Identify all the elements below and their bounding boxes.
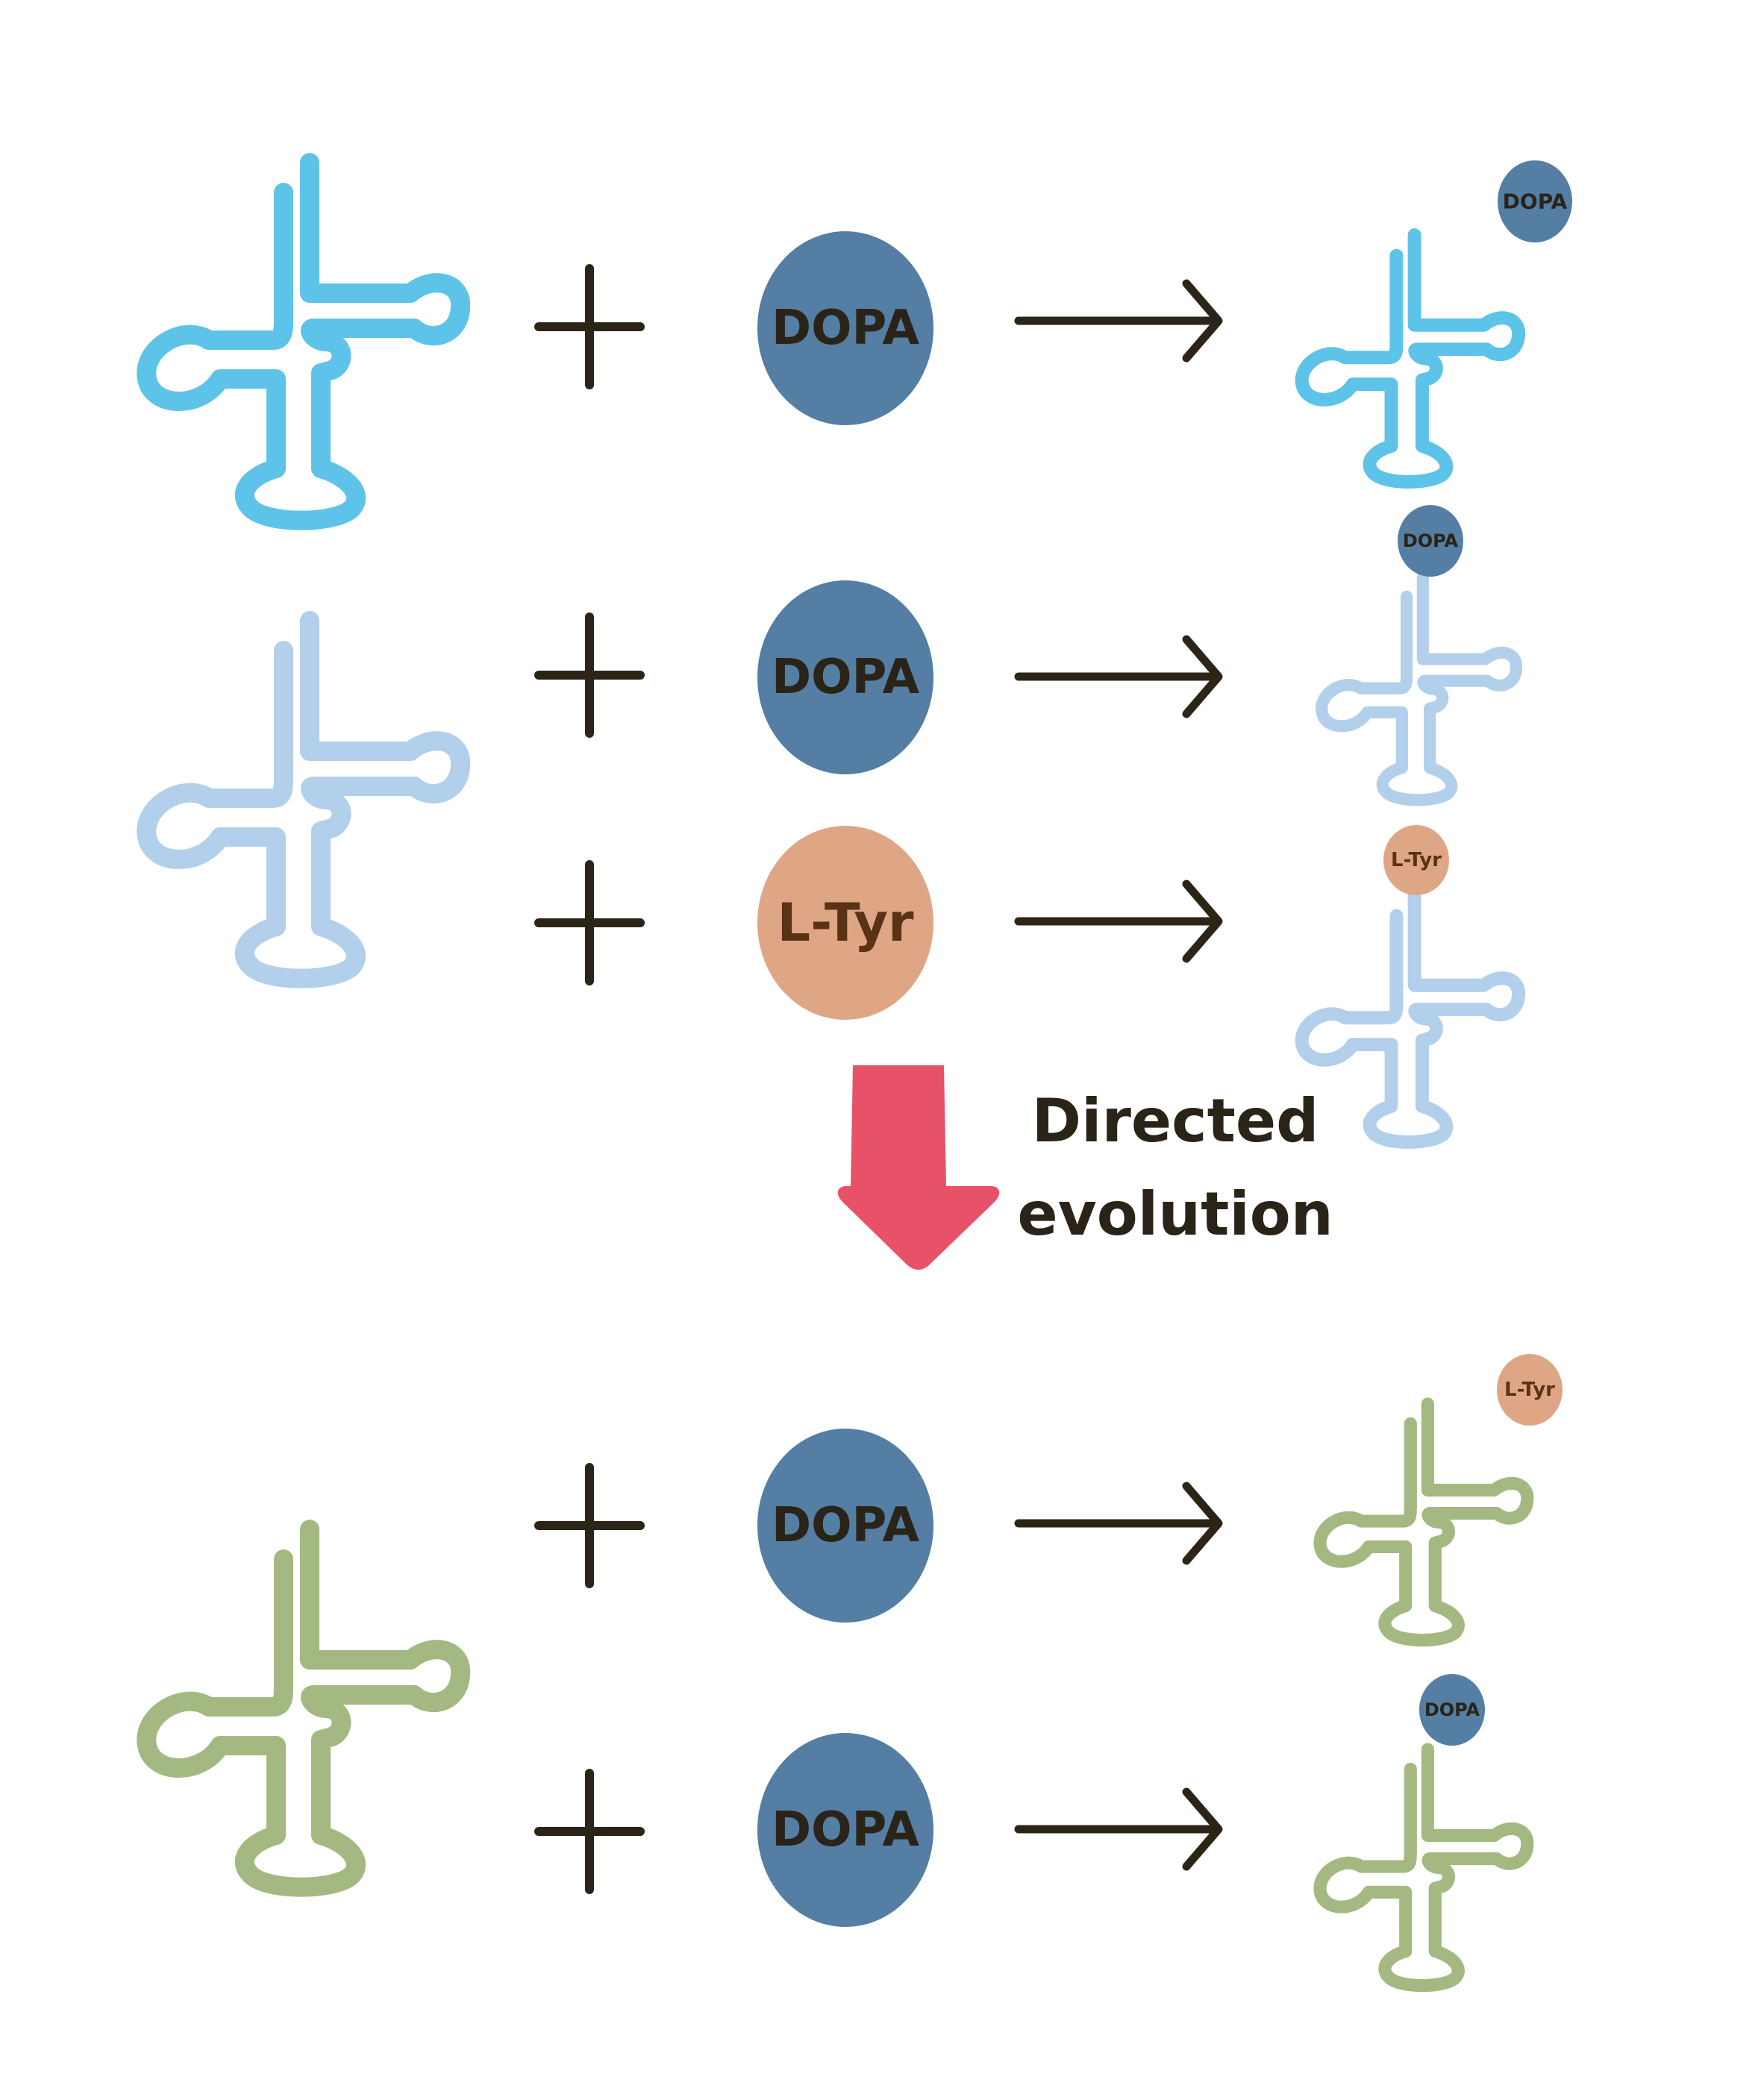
trna-evolved-icon — [1320, 1749, 1527, 1986]
plus-icon — [534, 612, 645, 738]
arrow-head — [1182, 880, 1223, 963]
substrate-dopa-ball: DOPA — [757, 231, 933, 425]
plus-icon — [534, 1463, 645, 1588]
product-trna-intermediate: DOPA — [1321, 505, 1516, 800]
right-arrow-icon — [1014, 1482, 1223, 1565]
product-dopa-ball — [1498, 160, 1572, 242]
plus-icon — [534, 264, 645, 389]
arrow-head — [1182, 1482, 1223, 1565]
trna-intermediate-icon — [1321, 578, 1516, 800]
arrow-head — [1182, 279, 1223, 363]
directed-evolution-step: Directed evolution — [837, 1065, 1333, 1270]
substrate-dopa-ball: DOPA — [757, 1733, 933, 1927]
product-ltyr-label: L-Tyr — [1391, 849, 1442, 871]
right-arrow-icon — [1014, 635, 1223, 718]
product-ltyr-ball — [1497, 1354, 1563, 1426]
product-dopa-label: DOPA — [1403, 530, 1459, 551]
group-evolved: DOPA L-Tyr DOPA DOPA — [146, 1354, 1563, 1986]
trna-intermediate-icon — [1302, 895, 1518, 1142]
right-arrow-icon — [1014, 279, 1223, 363]
arrow-head — [1182, 1787, 1223, 1871]
product-dopa-ball — [1419, 1674, 1485, 1746]
plus-icon — [534, 860, 645, 985]
product-dopa-ball — [1398, 505, 1463, 577]
trna-evolved-icon — [1320, 1404, 1527, 1640]
right-arrow-icon — [1014, 1787, 1223, 1871]
product-trna-wild: DOPA — [1302, 160, 1572, 482]
product-ltyr-ball — [1383, 825, 1449, 895]
substrate-ltyr-ball: L-Tyr — [757, 826, 933, 1020]
product-trna-intermediate-tyr: L-Tyr — [1302, 825, 1518, 1142]
directed-evolution-label-line2: evolution — [1017, 1179, 1333, 1249]
trna-intermediate-icon — [146, 621, 460, 979]
product-ltyr-label: L-Tyr — [1504, 1379, 1555, 1401]
group-wild: DOPA DOPA — [146, 160, 1572, 521]
substrate-dopa-label: DOPA — [772, 1802, 920, 1858]
substrate-dopa-ball: DOPA — [757, 580, 933, 774]
down-arrow-icon — [837, 1065, 1000, 1270]
substrate-dopa-ball: DOPA — [757, 1429, 933, 1623]
substrate-ltyr-label: L-Tyr — [778, 892, 914, 953]
trna-wild-icon — [1302, 235, 1518, 482]
substrate-dopa-label: DOPA — [772, 650, 920, 705]
group-intermediate: DOPA DOPA L-Tyr L-Tyr — [146, 505, 1518, 1142]
product-trna-evolved-tyr: L-Tyr — [1320, 1354, 1563, 1640]
substrate-dopa-label: DOPA — [772, 1498, 920, 1553]
trna-wild-icon — [146, 163, 460, 521]
right-arrow-icon — [1014, 880, 1223, 963]
product-trna-evolved-dopa: DOPA — [1320, 1674, 1527, 1986]
directed-evolution-label-line1: Directed — [1032, 1086, 1319, 1156]
substrate-dopa-label: DOPA — [772, 301, 920, 356]
product-dopa-label: DOPA — [1503, 189, 1568, 214]
plus-icon — [534, 1769, 645, 1894]
product-dopa-label: DOPA — [1424, 1699, 1480, 1720]
arrow-head — [1182, 635, 1223, 718]
trna-evolved-icon — [146, 1529, 460, 1887]
